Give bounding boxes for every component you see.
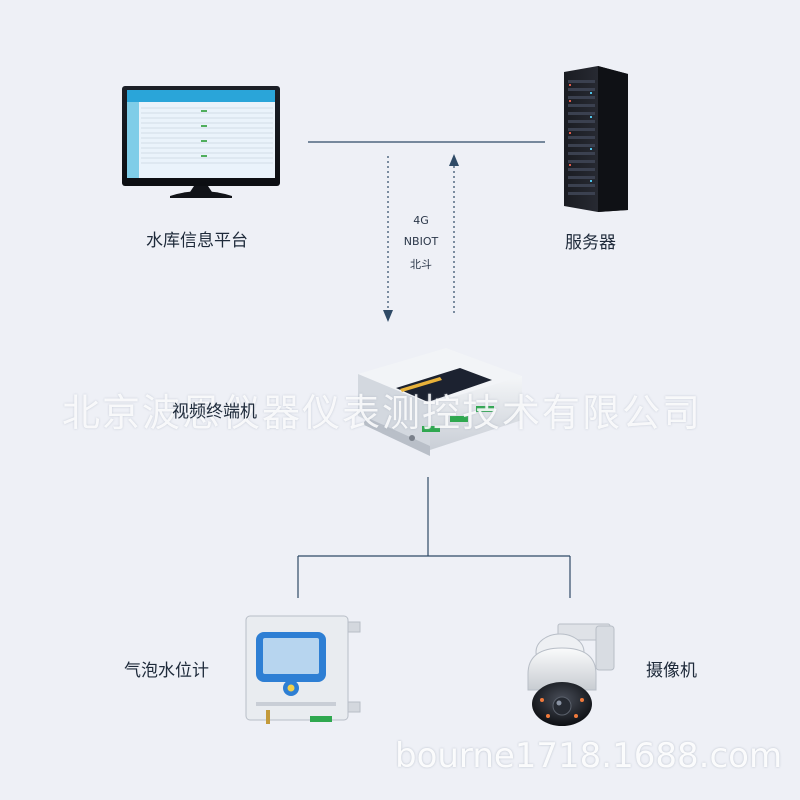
protocol-label-beidou: 北斗 — [410, 258, 432, 271]
uplink-arrow — [449, 154, 459, 316]
camera-label: 摄像机 — [646, 661, 697, 681]
bubble-gauge-label: 气泡水位计 — [124, 661, 209, 681]
server-label: 服务器 — [565, 233, 616, 253]
downlink-arrow — [383, 156, 393, 322]
dome-camera-icon — [527, 623, 615, 726]
video-terminal-icon — [358, 348, 522, 456]
bubble-gauge-icon — [245, 615, 361, 724]
server-rack-icon — [564, 66, 628, 212]
site-watermark: bourne1718.1688.com — [395, 736, 783, 776]
company-watermark: 北京波恩仪器仪表测控技术有限公司 — [62, 391, 703, 435]
protocol-label-nbiot: NBIOT — [403, 235, 439, 248]
platform-label: 水库信息平台 — [146, 231, 248, 251]
connector-lines — [297, 141, 571, 598]
protocol-label-4g: 4G — [413, 214, 429, 227]
terminal-label: 视频终端机 — [172, 402, 257, 422]
monitor-icon — [122, 86, 280, 198]
